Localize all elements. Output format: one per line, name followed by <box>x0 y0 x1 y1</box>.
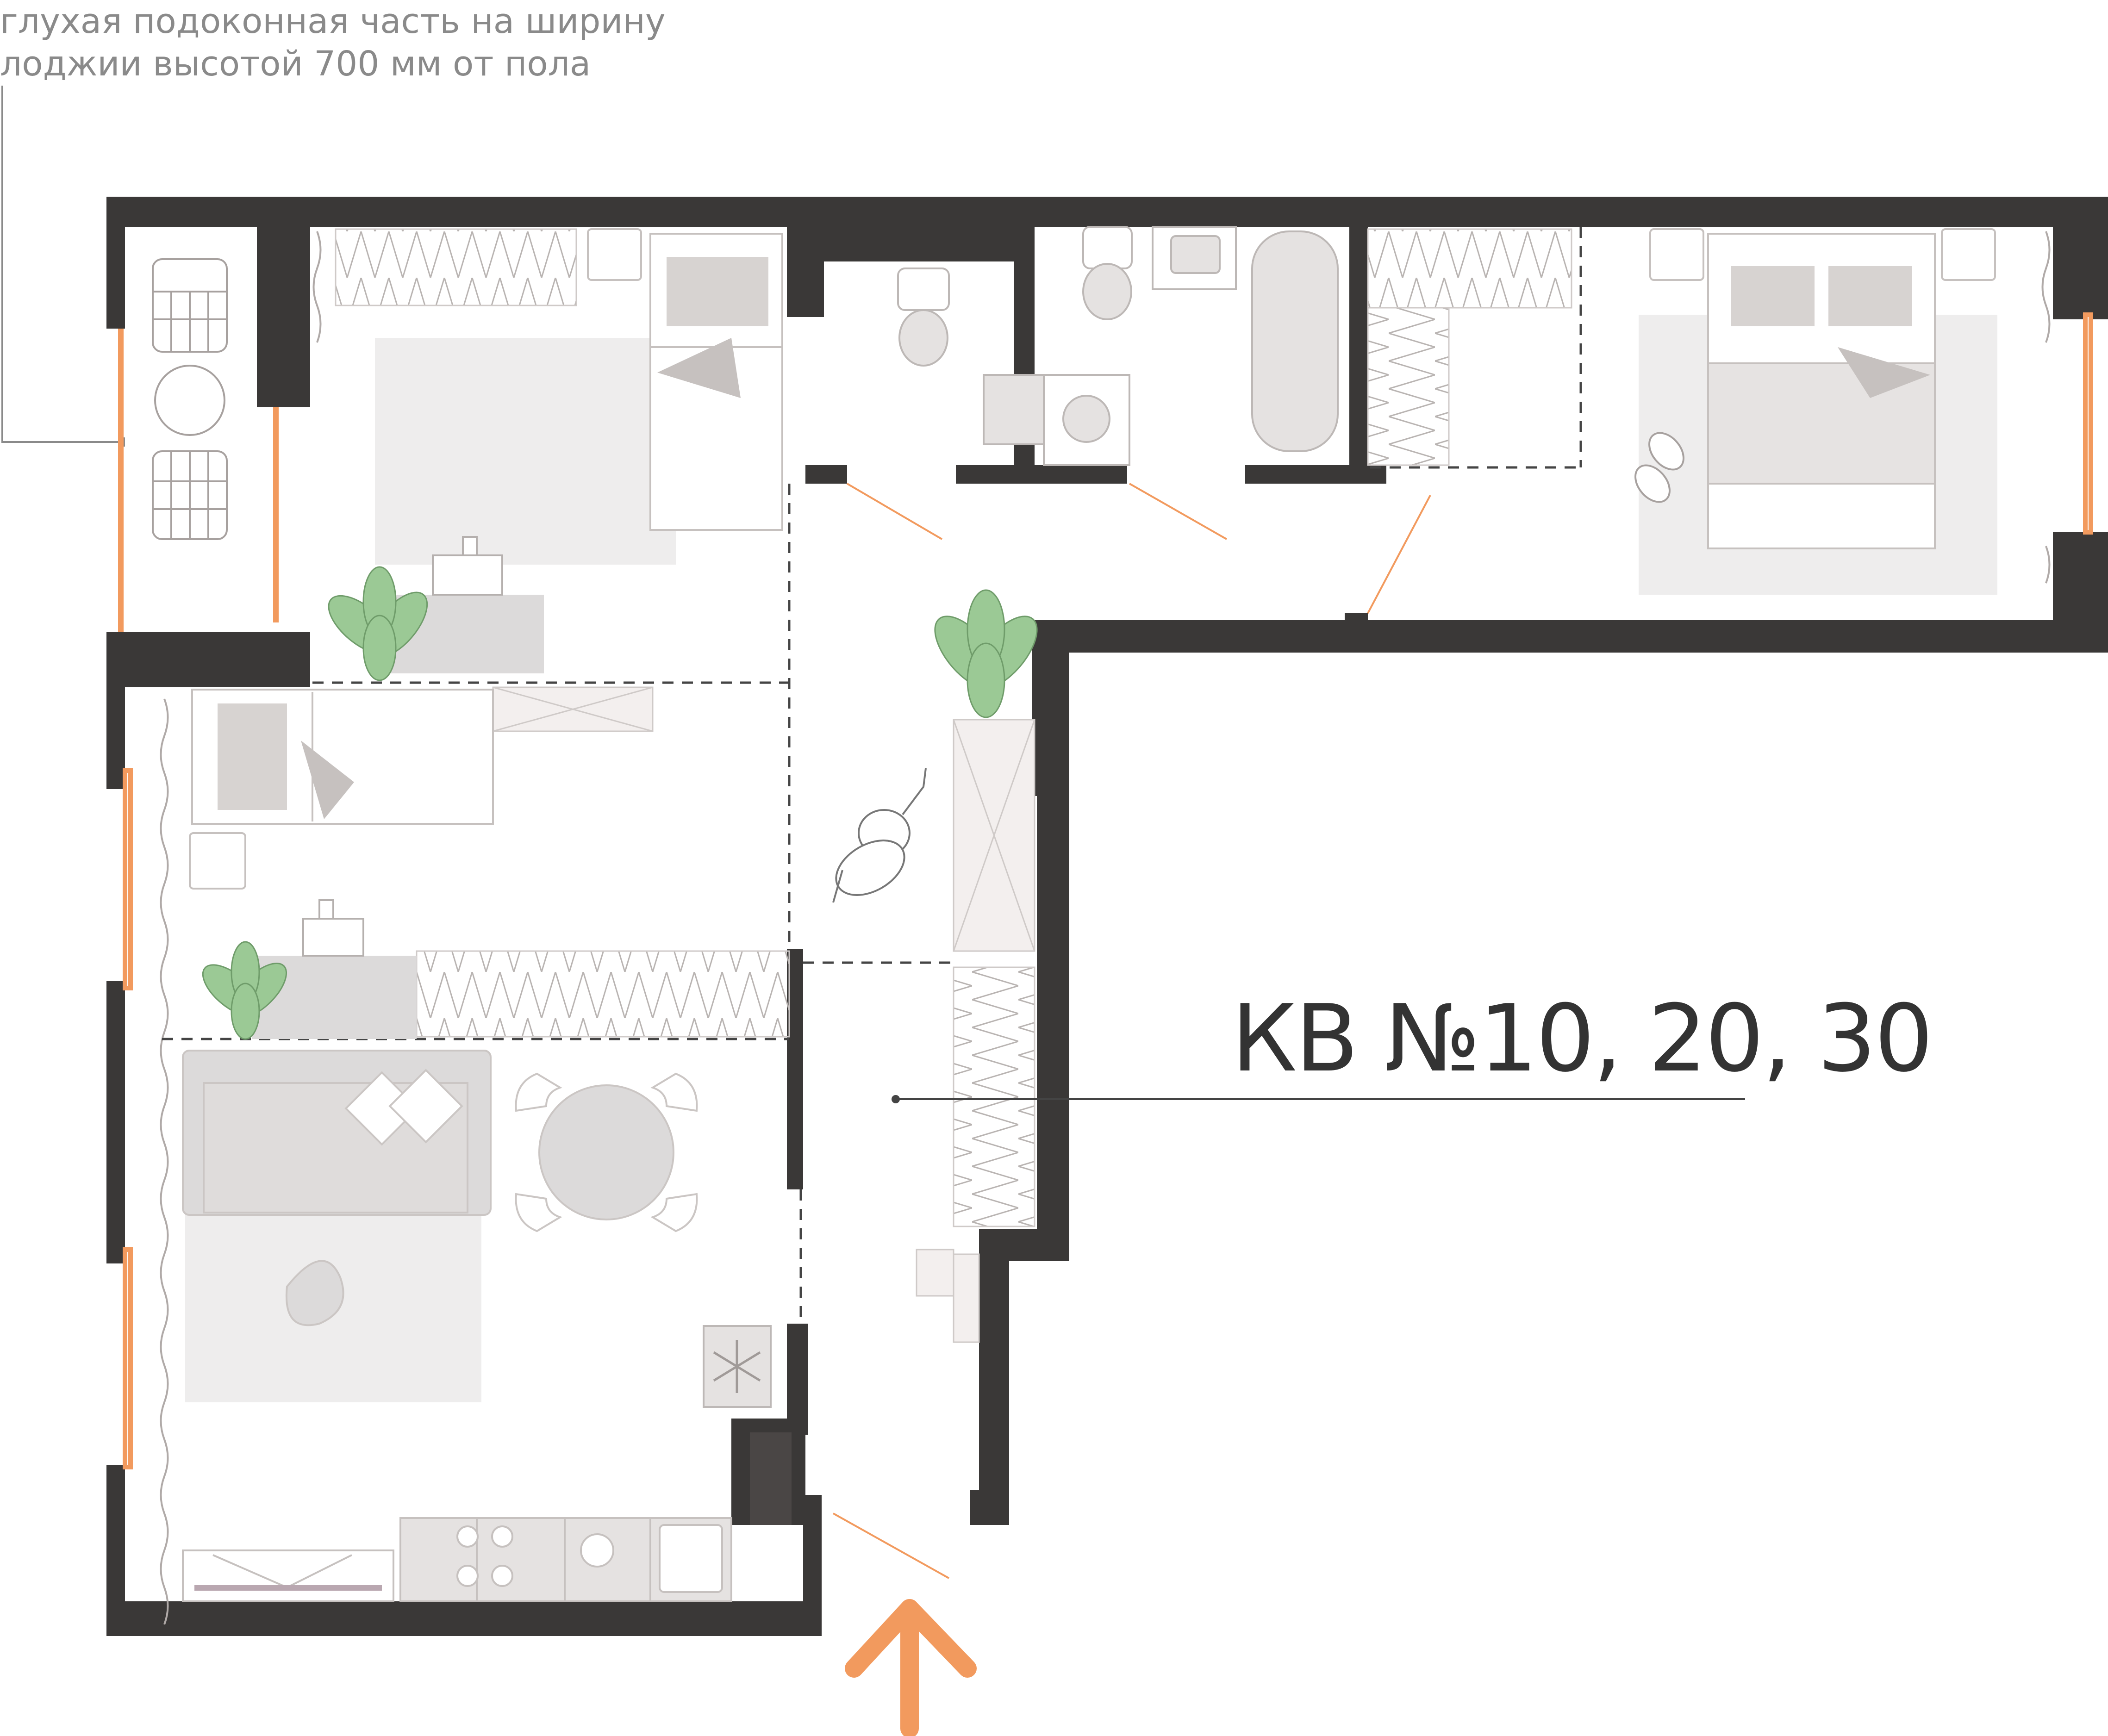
loggia-annotation-line-1: глухая подоконная часть на ширину <box>0 1 666 41</box>
door-swings <box>833 483 1431 1579</box>
dining-set <box>515 1072 698 1232</box>
loggia-annotation: глухая подоконная часть на ширину лоджии… <box>0 0 666 85</box>
sofa <box>182 1050 492 1326</box>
loggia-furniture <box>152 258 228 540</box>
arrow-up-icon <box>845 1599 977 1736</box>
curtains <box>160 231 2051 1625</box>
bathroom-fixtures <box>897 226 1339 466</box>
beds <box>191 233 1936 825</box>
slippers <box>1634 432 1684 503</box>
hall-cabinet <box>492 686 1035 1343</box>
tv-unit <box>182 1549 394 1602</box>
wardrobes <box>335 228 1572 1227</box>
nightstands <box>189 228 1996 890</box>
apartment-title: КВ №10, 20, 30 <box>1231 985 1933 1093</box>
zone-dividers <box>162 227 1582 1324</box>
apartment-leader <box>892 1095 1745 1103</box>
plants <box>202 566 1038 1040</box>
fridge <box>703 1325 772 1408</box>
snowflake-icon <box>713 1340 761 1393</box>
loggia-annotation-line-2: лоджии высотой 700 мм от пола <box>0 44 591 84</box>
wall-shadow <box>750 1432 792 1525</box>
windows <box>123 312 2093 1469</box>
person-figure <box>832 768 927 903</box>
kitchen-counter <box>399 1517 732 1602</box>
